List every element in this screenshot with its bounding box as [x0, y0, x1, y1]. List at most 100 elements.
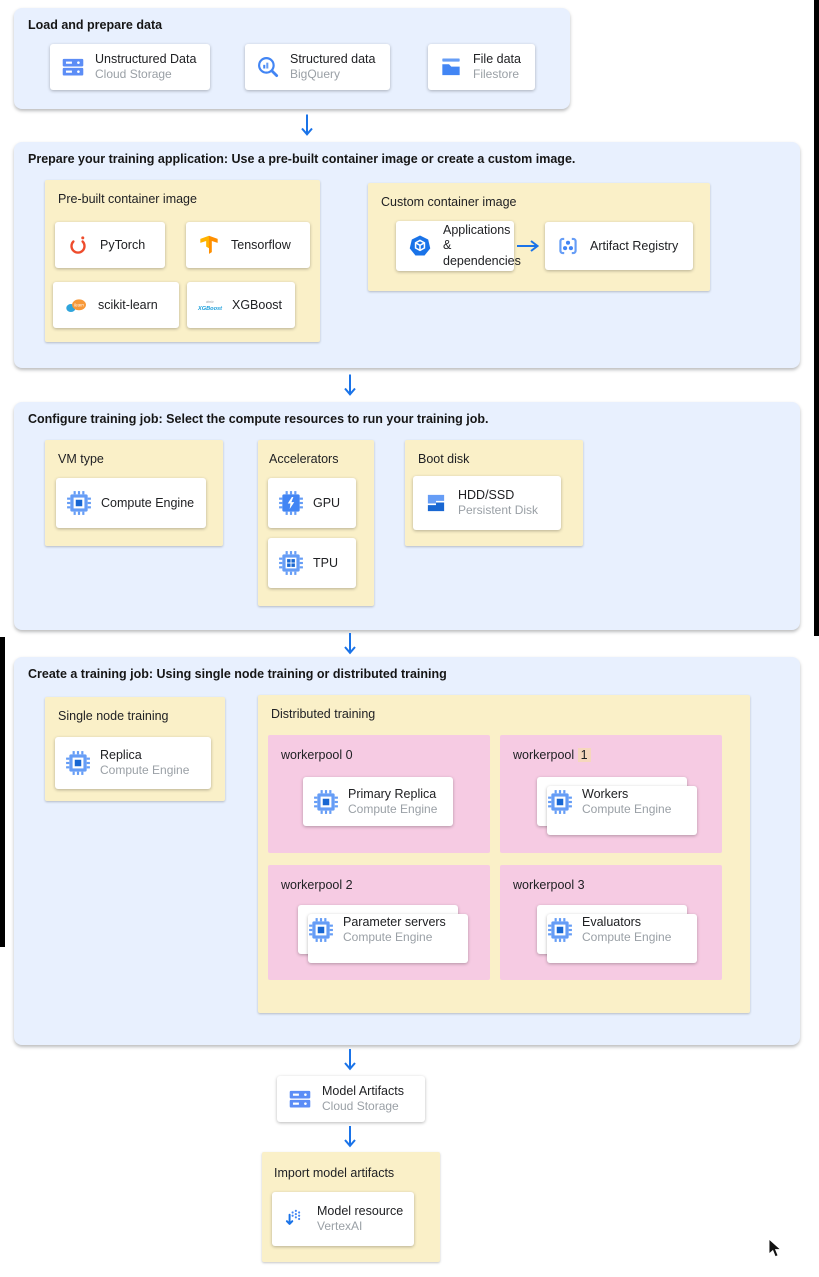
card-subtitle: Compute Engine: [100, 763, 190, 778]
card-subtitle: BigQuery: [290, 67, 341, 82]
prebuilt-container-group: Pre-built container image PyTorch Tensor…: [45, 180, 320, 342]
vertex-ai-icon: [282, 1206, 308, 1232]
section-load-data: Load and prepare data Unstructured Data …: [14, 8, 570, 109]
boot-disk-group: Boot disk HDD/SSD Persistent Disk: [405, 440, 583, 546]
accelerators-group: Accelerators GPU TPU: [258, 440, 374, 606]
vm-type-group: VM type Compute Engine: [45, 440, 223, 546]
artifact-registry-icon: [555, 233, 581, 259]
card-title: TPU: [313, 556, 338, 570]
card-structured-data: Structured data BigQuery: [245, 44, 390, 90]
arrow-down-icon: [342, 1124, 358, 1150]
custom-group-label: Custom container image: [381, 195, 517, 209]
card-applications-dependencies: Applications & dependencies: [396, 221, 521, 271]
card-title: HDD/SSD: [458, 488, 515, 503]
card-tpu: TPU: [268, 538, 356, 588]
arrow-down-icon: [299, 112, 315, 139]
filestore-icon: [438, 54, 464, 80]
card-title: Model resource: [317, 1204, 404, 1219]
card-subtitle: Cloud Storage: [322, 1099, 399, 1114]
distributed-training-group: Distributed training workerpool 0 Primar…: [258, 695, 750, 1013]
card-persistent-disk: HDD/SSD Persistent Disk: [413, 476, 561, 530]
section-create-title: Create a training job: Using single node…: [28, 667, 447, 681]
card-tensorflow: Tensorflow: [186, 222, 310, 268]
card-subtitle: Cloud Storage: [95, 67, 172, 82]
scikit-learn-icon: [63, 292, 89, 318]
section-prepare-title: Prepare your training application: Use a…: [28, 152, 576, 166]
custom-container-group: Custom container image Applications & de…: [368, 183, 710, 291]
workerpool-1-label: workerpool 1: [513, 748, 591, 762]
card-subtitle: VertexAI: [317, 1219, 363, 1234]
right-edge-black-strip: [814, 0, 819, 636]
card-subtitle: Compute Engine: [582, 929, 672, 944]
arrow-right-icon: [517, 239, 543, 253]
workerpool-3-box: workerpool 3 Evaluators Compute Engine: [500, 865, 722, 980]
workerpool-2-label: workerpool 2: [281, 878, 353, 892]
card-title: Applications & dependencies: [443, 222, 521, 268]
card-title: Compute Engine: [101, 496, 195, 510]
tpu-icon: [278, 550, 304, 576]
section-load-title: Load and prepare data: [28, 18, 163, 32]
pytorch-icon: [65, 232, 91, 258]
card-subtitle: Compute Engine: [348, 801, 438, 816]
card-unstructured-data: Unstructured Data Cloud Storage: [50, 44, 210, 90]
import-model-label: Import model artifacts: [274, 1166, 395, 1180]
section-prepare-application: Prepare your training application: Use a…: [14, 142, 800, 368]
card-xgboost: XGBoost: [187, 282, 295, 328]
arrow-down-icon: [342, 632, 358, 656]
card-pytorch: PyTorch: [55, 222, 165, 268]
section-configure-job: Configure training job: Select the compu…: [14, 402, 800, 630]
card-scikit-learn: scikit-learn: [53, 282, 179, 328]
card-title: XGBoost: [232, 298, 283, 312]
card-replica: Replica Compute Engine: [55, 737, 211, 789]
card-title: Replica: [100, 748, 142, 763]
card-subtitle: Compute Engine: [343, 929, 433, 944]
compute-engine-icon: [65, 750, 91, 776]
card-title: Structured data: [290, 52, 376, 67]
card-title: Evaluators: [582, 914, 642, 929]
card-title: Tensorflow: [231, 238, 291, 252]
card-subtitle: Compute Engine: [582, 801, 672, 816]
bigquery-icon: [255, 54, 281, 80]
compute-engine-icon: [308, 917, 334, 943]
card-file-data: File data Filestore: [428, 44, 535, 90]
card-workers: Workers Compute Engine: [537, 777, 697, 835]
boot-disk-label: Boot disk: [418, 452, 470, 466]
card-subtitle: Persistent Disk: [458, 503, 539, 518]
card-model-resource: Model resource VertexAI: [272, 1192, 414, 1246]
card-parameter-servers: Parameter servers Compute Engine: [298, 905, 468, 963]
card-title: PyTorch: [100, 238, 146, 252]
distributed-label: Distributed training: [271, 707, 376, 721]
compute-engine-icon: [313, 789, 339, 815]
workerpool-3-label: workerpool 3: [513, 878, 585, 892]
cloud-storage-icon: [287, 1086, 313, 1112]
tensorflow-icon: [196, 232, 222, 258]
compute-engine-icon: [547, 917, 573, 943]
workerpool-2-box: workerpool 2 Parameter servers Compute E…: [268, 865, 490, 980]
prebuilt-group-label: Pre-built container image: [58, 192, 197, 206]
workerpool-0-label: workerpool 0: [281, 748, 353, 762]
card-title: scikit-learn: [98, 298, 158, 312]
card-artifact-registry: Artifact Registry: [545, 222, 693, 270]
card-title: Artifact Registry: [590, 239, 679, 253]
section-configure-title: Configure training job: Select the compu…: [28, 412, 489, 426]
applications-icon: [406, 232, 434, 260]
section-create-job: Create a training job: Using single node…: [14, 657, 800, 1045]
accelerators-label: Accelerators: [269, 452, 339, 466]
card-model-artifacts: Model Artifacts Cloud Storage: [277, 1076, 425, 1122]
card-evaluators: Evaluators Compute Engine: [537, 905, 697, 963]
single-node-label: Single node training: [58, 709, 169, 723]
left-edge-black-strip: [0, 637, 5, 947]
compute-engine-icon: [547, 789, 573, 815]
card-title: Model Artifacts: [322, 1084, 404, 1099]
card-subtitle: Filestore: [473, 67, 520, 82]
card-primary-replica: Primary Replica Compute Engine: [303, 777, 453, 826]
mouse-cursor-icon: [768, 1237, 782, 1259]
import-model-group: Import model artifacts Model resource Ve…: [262, 1152, 440, 1262]
vm-type-label: VM type: [58, 452, 104, 466]
gpu-icon: [278, 490, 304, 516]
card-gpu: GPU: [268, 478, 356, 528]
workerpool-0-box: workerpool 0 Primary Replica Compute Eng…: [268, 735, 490, 853]
cloud-storage-icon: [60, 54, 86, 80]
workerpool-1-box: workerpool 1 Workers Compute Engine: [500, 735, 722, 853]
